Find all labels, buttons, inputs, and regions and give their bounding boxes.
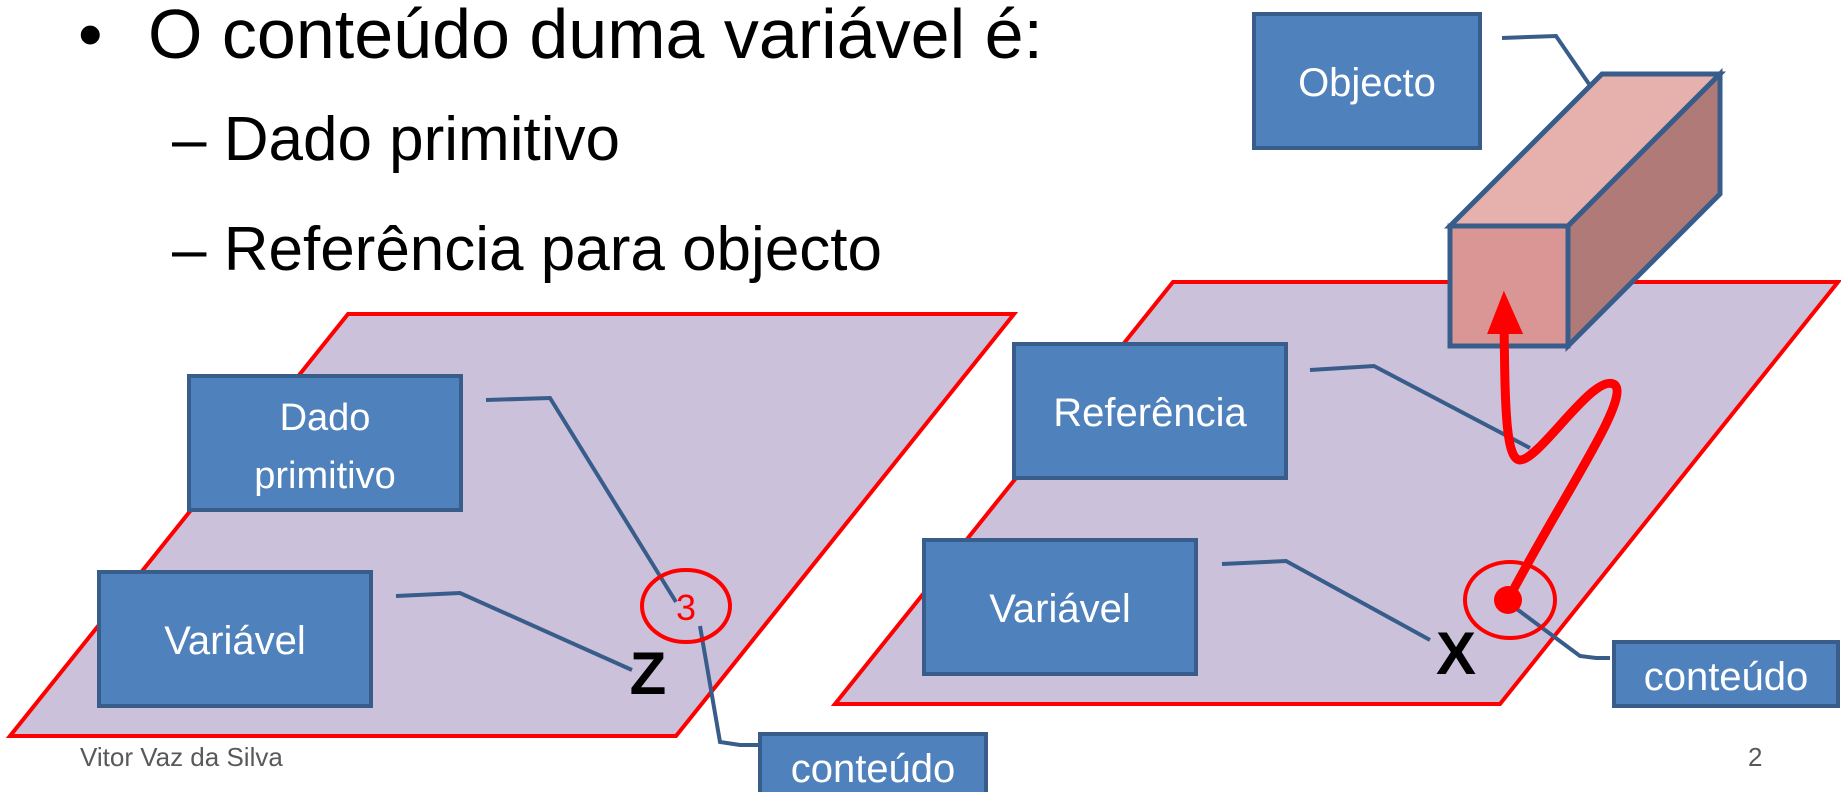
reference-arrowhead — [1487, 290, 1524, 334]
label-object-box: Objecto — [1252, 12, 1482, 150]
variable-name-z: Z — [630, 640, 667, 707]
variable-name-x: X — [1436, 620, 1476, 687]
label-object: Objecto — [1298, 61, 1436, 105]
label-content-right: conteúdo — [1644, 655, 1809, 699]
connector-primitive — [485, 395, 678, 604]
pointer-dot — [1494, 586, 1522, 614]
label-content-left: conteúdo — [791, 747, 956, 791]
connector-variable-left — [395, 590, 633, 672]
value-circle — [640, 568, 732, 644]
sub-item-reference: – Referência para objecto — [172, 215, 883, 284]
connector-object — [1501, 33, 1602, 102]
label-reference-box: Referência — [1012, 342, 1288, 480]
connector-content-left — [698, 625, 760, 747]
label-content-left-box: conteúdo — [758, 732, 988, 792]
bullet-dot: • — [78, 0, 103, 73]
connector-content-right — [1508, 602, 1610, 660]
bullet-main: • O conteúdo duma variável é: — [78, 0, 1043, 74]
label-content-right-box: conteúdo — [1612, 640, 1840, 708]
page-number: 2 — [1748, 742, 1763, 772]
label-variable-right-box: Variável — [922, 538, 1198, 676]
label-variable-right: Variável — [989, 587, 1131, 631]
reference-arrow — [1499, 313, 1622, 605]
label-primitive-line1: Dado — [280, 397, 371, 439]
label-reference: Referência — [1053, 391, 1247, 435]
pointer-circle — [1463, 560, 1557, 640]
label-primitive-line2: primitivo — [254, 455, 395, 497]
label-primitive-box: Dado primitivo — [187, 374, 463, 512]
primitive-value: 3 — [676, 587, 696, 628]
sub-item-primitive: – Dado primitivo — [172, 105, 620, 174]
connector-variable-right — [1221, 558, 1431, 642]
label-variable-left: Variável — [164, 619, 306, 663]
connector-reference — [1309, 363, 1531, 450]
footer-author: Vitor Vaz da Silva — [80, 742, 283, 772]
bullet-text: O conteúdo duma variável é: — [148, 0, 1043, 73]
label-variable-left-box: Variável — [97, 570, 373, 708]
